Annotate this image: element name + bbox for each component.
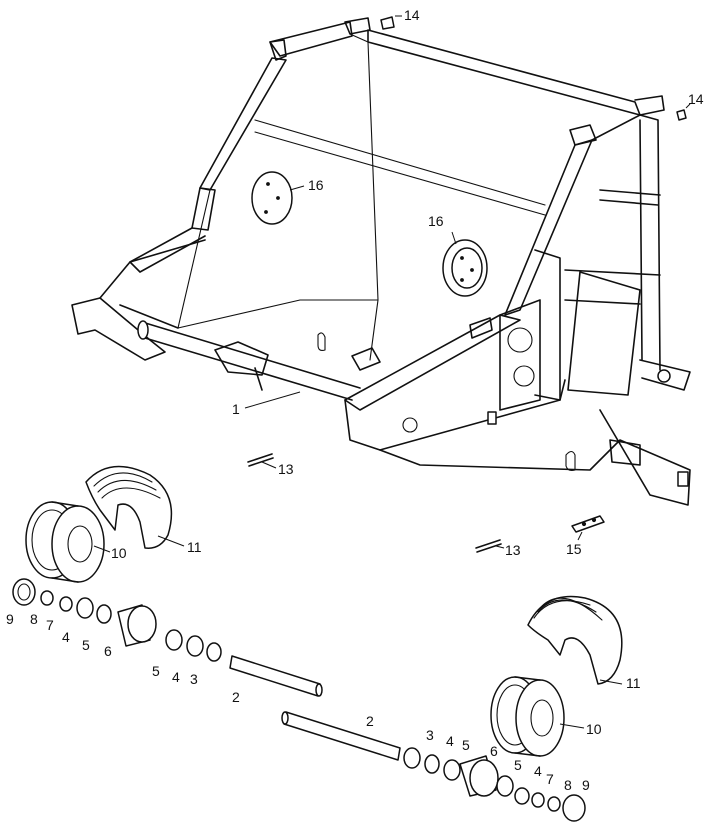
pin-13-right: [475, 539, 502, 553]
callout-3-right: 3: [426, 727, 434, 743]
wheel-10-left: [25, 501, 105, 583]
round-cover-plate-lower: [442, 239, 488, 297]
clip-15: [571, 515, 605, 533]
main-frame-assembly: [71, 17, 691, 506]
callout-6-right: 6: [490, 743, 498, 759]
callout-1: 1: [232, 401, 240, 417]
callout-5-left-b: 5: [152, 663, 160, 679]
callout-labels: 14 14 16 16 1 13 13 15 11 11 10 10 9 9 8…: [6, 7, 704, 793]
callout-4-right-a: 4: [446, 733, 454, 749]
callout-16-upper: 16: [308, 177, 324, 193]
pin-13-left: [247, 453, 274, 467]
callout-8-left: 8: [30, 611, 38, 627]
fender-11-right: [527, 595, 623, 685]
callout-4-left-a: 4: [62, 629, 70, 645]
callout-5-right-b: 5: [514, 757, 522, 773]
callout-11-left: 11: [187, 539, 202, 555]
wheel-10-right: [490, 676, 565, 757]
leader-lines: [93, 15, 691, 729]
callout-11-right: 11: [626, 675, 641, 691]
bolt-14-top: [380, 16, 395, 30]
callout-4-right-b: 4: [534, 763, 542, 779]
bolt-14-right: [676, 109, 687, 121]
callout-9-left: 9: [6, 611, 14, 627]
hub-parts-left: [12, 578, 222, 662]
callout-8-right: 8: [564, 777, 572, 793]
callout-4-left-b: 4: [172, 669, 180, 685]
round-cover-plate-upper: [251, 171, 293, 225]
callout-15: 15: [566, 541, 582, 557]
hub-parts-right: [403, 747, 586, 822]
callout-6-left: 6: [104, 643, 112, 659]
callout-13-left: 13: [278, 461, 294, 477]
axle-2-upper: [229, 655, 323, 697]
callout-13-right: 13: [505, 542, 521, 558]
callout-14-top: 14: [404, 7, 420, 23]
callout-14-right: 14: [688, 91, 704, 107]
callout-16-lower: 16: [428, 213, 444, 229]
callout-5-right-a: 5: [462, 737, 470, 753]
callout-10-left: 10: [111, 545, 127, 561]
callout-2-lower: 2: [366, 713, 374, 729]
callout-5-left-a: 5: [82, 637, 90, 653]
callout-7-right: 7: [546, 771, 554, 787]
callout-7-left: 7: [46, 617, 54, 633]
callout-9-right: 9: [582, 777, 590, 793]
callout-3-left: 3: [190, 671, 198, 687]
callout-2-upper: 2: [232, 689, 240, 705]
callout-10-right: 10: [586, 721, 602, 737]
fender-11-left: [85, 465, 173, 549]
axle-2-lower: [281, 711, 401, 761]
